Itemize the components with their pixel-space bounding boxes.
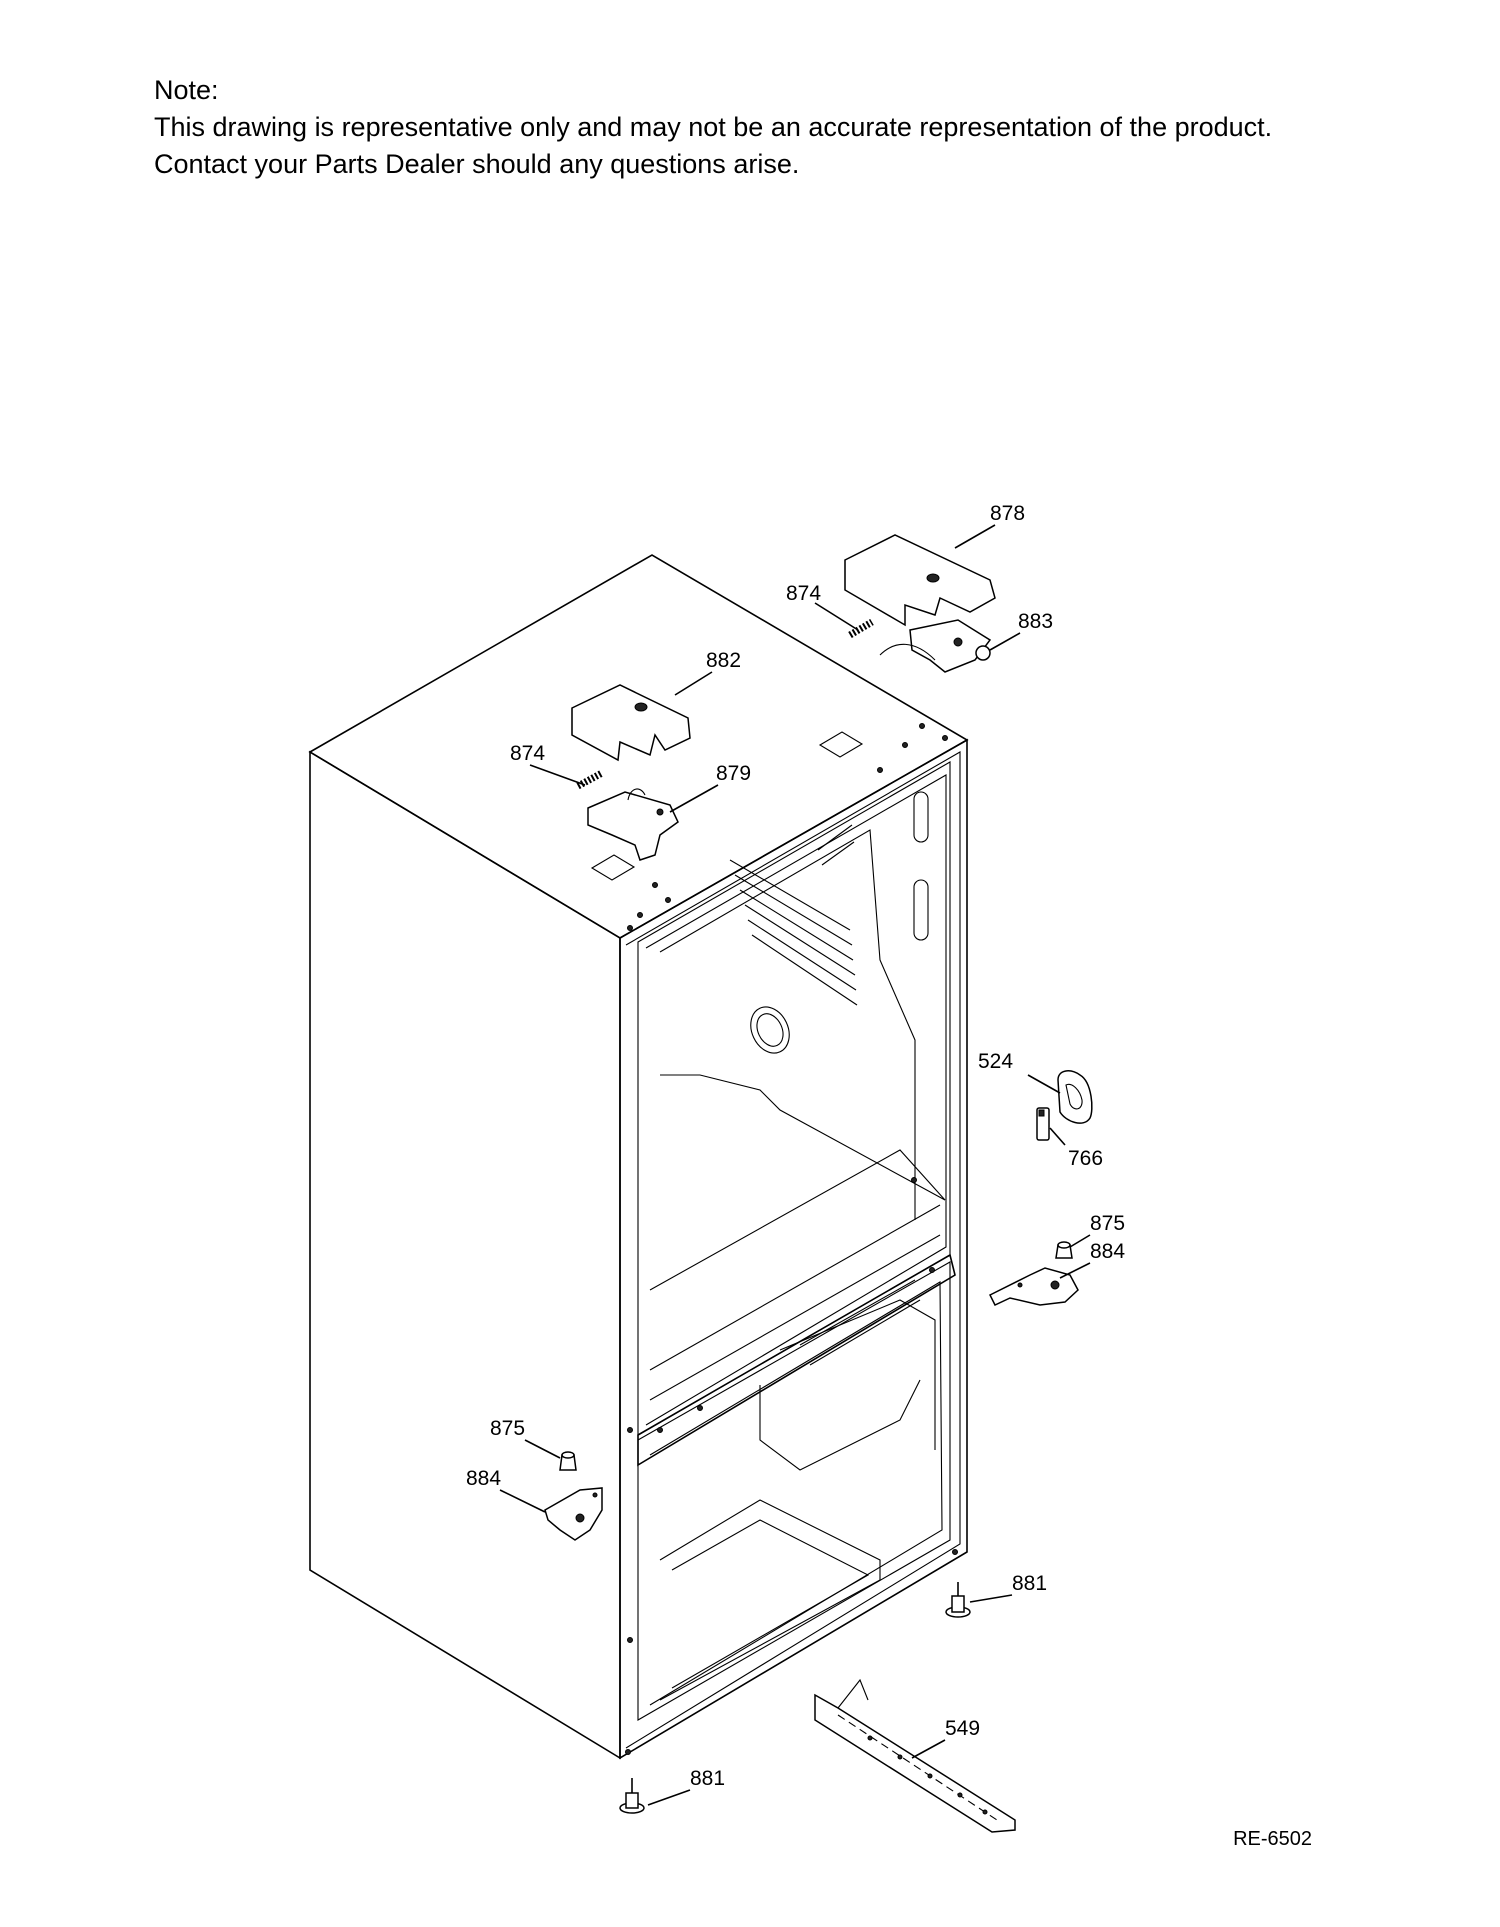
part-875-bushing-left	[559, 1451, 577, 1471]
note-line-2: Contact your Parts Dealer should any que…	[154, 149, 800, 179]
part-883-hinge	[879, 619, 992, 673]
callout-879: 879	[716, 762, 751, 785]
note-heading: Note:	[154, 75, 219, 105]
part-549-base-grille	[814, 1678, 1016, 1833]
back-vent-ribs	[729, 824, 858, 1006]
part-879-hinge	[587, 788, 679, 861]
part-524-cover	[1057, 1070, 1093, 1124]
drawing-reference-code: RE-6502	[1233, 1828, 1312, 1850]
part-874-spring-top	[848, 618, 874, 639]
leader-lines	[499, 524, 1091, 1806]
callout-labels: 878 874 883 882 874 879 524 766 875 884 …	[466, 502, 1125, 1790]
drawing-note: Note: This drawing is representative onl…	[154, 72, 1272, 183]
part-884-bracket-left	[544, 1487, 603, 1541]
callout-875-left: 875	[490, 1417, 525, 1440]
callout-884-left: 884	[466, 1467, 501, 1490]
callout-549: 549	[945, 1717, 980, 1740]
callout-878: 878	[990, 502, 1025, 525]
note-line-1: This drawing is representative only and …	[154, 112, 1273, 142]
refrigerator-cabinet	[308, 554, 969, 1760]
callout-881-right: 881	[1012, 1572, 1047, 1595]
callout-874-top: 874	[786, 582, 821, 605]
part-882-hinge-cover	[571, 684, 691, 762]
callout-883: 883	[1018, 610, 1053, 633]
part-884-bracket-right	[988, 1267, 1079, 1306]
callout-881-bottom: 881	[690, 1767, 725, 1790]
callout-882: 882	[706, 649, 741, 672]
part-881-leg-right	[945, 1582, 971, 1618]
part-875-bushing-right	[1055, 1241, 1073, 1259]
callout-884-right: 884	[1090, 1240, 1125, 1263]
callout-875-right: 875	[1090, 1212, 1125, 1235]
part-766-switch	[1036, 1107, 1050, 1141]
part-878-hinge-cover	[844, 534, 996, 627]
callout-874-left: 874	[510, 742, 545, 765]
callout-524: 524	[978, 1050, 1013, 1073]
callout-766: 766	[1068, 1147, 1103, 1170]
part-881-leg-bottom	[619, 1778, 645, 1814]
